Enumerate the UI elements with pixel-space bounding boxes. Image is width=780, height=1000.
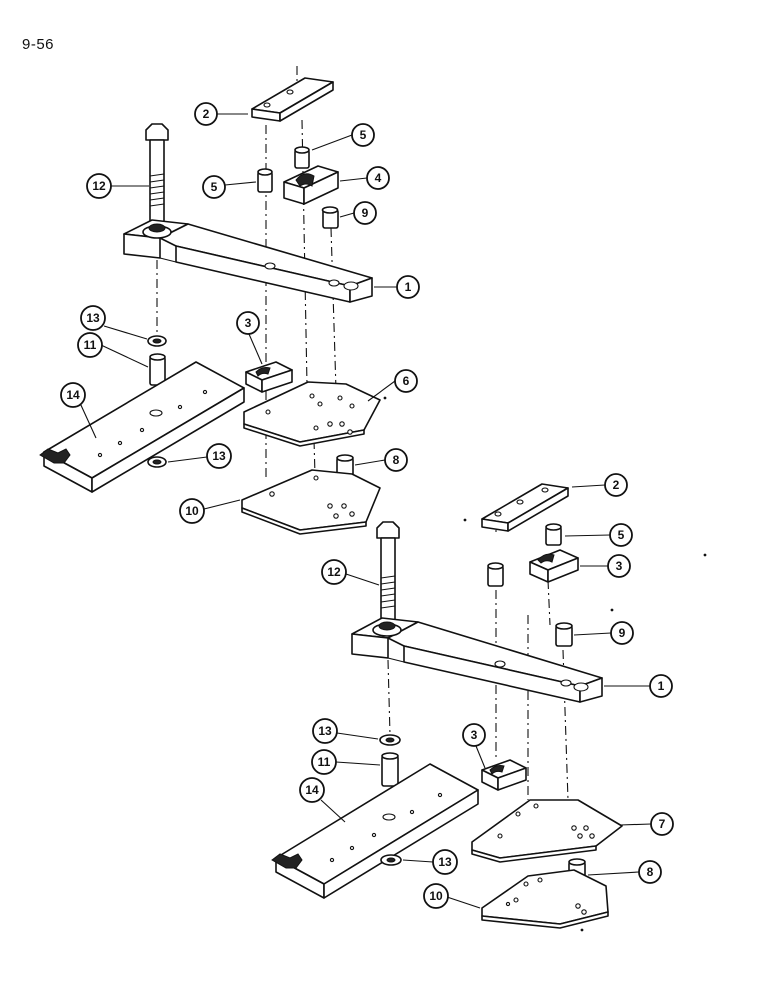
svg-text:5: 5: [360, 128, 367, 142]
part-14-frame-rail-lower: [271, 763, 479, 899]
scan-specks: [383, 396, 707, 932]
svg-text:2: 2: [613, 478, 620, 492]
callout-13-lower-lower: 13: [432, 849, 458, 875]
callout-8-lower: 8: [638, 860, 662, 884]
callout-14-lower: 14: [299, 777, 325, 803]
part-10-base-plate-upper: [241, 469, 381, 535]
callout-10-upper: 10: [179, 498, 205, 524]
callout-1-lower: 1: [649, 674, 673, 698]
part-1-arm-lower: [351, 617, 603, 703]
part-13-washer-upper: [147, 335, 167, 347]
callout-12-lower: 12: [321, 559, 347, 585]
part-9-bushing-upper: [321, 206, 339, 229]
svg-text:13: 13: [318, 724, 332, 738]
part-14-frame-rail-upper: [39, 361, 245, 493]
svg-text:14: 14: [66, 388, 80, 402]
svg-text:9: 9: [362, 206, 369, 220]
part-12-bolt-upper: [145, 123, 169, 223]
svg-text:1: 1: [658, 679, 665, 693]
leader-lines: [79, 113, 652, 909]
svg-text:14: 14: [305, 783, 319, 797]
callout-8-upper: 8: [384, 448, 408, 472]
part-10-base-plate-lower: [481, 869, 609, 929]
callout-14-upper: 14: [60, 382, 86, 408]
callout-3-lower-left: 3: [462, 723, 486, 747]
callout-3-upper: 3: [236, 311, 260, 335]
svg-text:11: 11: [318, 755, 331, 769]
callout-5-upper-right: 5: [351, 123, 375, 147]
svg-text:1: 1: [405, 280, 412, 294]
callout-3-lower-right: 3: [607, 554, 631, 578]
part-7-plate: [471, 799, 623, 863]
part-1-arm-upper: [123, 219, 373, 303]
svg-text:2: 2: [203, 107, 210, 121]
callout-6: 6: [394, 369, 418, 393]
svg-text:6: 6: [403, 374, 410, 388]
part-4-clamp-block: [283, 165, 339, 205]
svg-text:13: 13: [438, 855, 452, 869]
svg-text:8: 8: [647, 865, 654, 879]
callout-2-upper: 2: [194, 102, 218, 126]
callout-5-lower: 5: [609, 523, 633, 547]
part-3-latch-upper: [245, 361, 293, 393]
part-5-bushing-lower: [545, 523, 562, 546]
callout-11-upper: 11: [77, 332, 103, 358]
svg-text:3: 3: [245, 316, 252, 330]
svg-text:3: 3: [616, 559, 623, 573]
callout-4: 4: [366, 166, 390, 190]
svg-text:4: 4: [375, 171, 382, 185]
bushing-lower-left: [487, 562, 504, 587]
svg-text:10: 10: [429, 889, 443, 903]
part-12-bolt-lower: [376, 521, 400, 623]
svg-text:8: 8: [393, 453, 400, 467]
svg-text:12: 12: [327, 565, 341, 579]
callout-13-upper: 13: [80, 305, 106, 331]
svg-text:10: 10: [185, 504, 199, 518]
callout-11-lower: 11: [311, 749, 337, 775]
part-9-bushing-lower: [555, 622, 573, 647]
part-13-washer-upper-lower: [147, 456, 167, 468]
svg-text:11: 11: [84, 338, 97, 352]
callout-12-upper: 12: [86, 173, 112, 199]
callout-9-lower: 9: [610, 621, 634, 645]
callout-5-upper-left: 5: [202, 175, 226, 199]
part-3-latch-lower: [481, 759, 527, 791]
svg-text:3: 3: [471, 728, 478, 742]
part-13-washer-lower-lower: [380, 854, 402, 866]
callout-7: 7: [650, 812, 674, 836]
svg-text:13: 13: [212, 449, 226, 463]
page-number: 9-56: [22, 36, 55, 53]
callout-1-upper: 1: [396, 275, 420, 299]
svg-text:7: 7: [659, 817, 666, 831]
part-2-strap-plate-upper: [251, 77, 334, 122]
part-2-strap-plate-lower: [481, 483, 569, 532]
callout-13-lower: 13: [312, 718, 338, 744]
part-5-bushing-upper-left: [257, 168, 273, 193]
callout-2-lower: 2: [604, 473, 628, 497]
part-6-plate: [243, 381, 381, 447]
svg-text:5: 5: [618, 528, 625, 542]
callout-labels: 2 5 5 4 12 9 1 13 3 11 6 14 13 8 10 2 5 …: [60, 102, 674, 909]
part-11-spacer-lower: [381, 752, 399, 787]
part-3-clamp-block-lower: [529, 549, 579, 583]
svg-text:9: 9: [619, 626, 626, 640]
callout-9-upper: 9: [353, 201, 377, 225]
part-11-spacer-upper: [149, 353, 166, 386]
svg-text:12: 12: [92, 179, 106, 193]
callout-10-lower: 10: [423, 883, 449, 909]
callout-13-upper-lower: 13: [206, 443, 232, 469]
svg-text:5: 5: [211, 180, 218, 194]
svg-text:13: 13: [86, 311, 100, 325]
part-13-washer-lower: [379, 734, 401, 746]
part-5-bushing-upper-right: [294, 146, 310, 169]
